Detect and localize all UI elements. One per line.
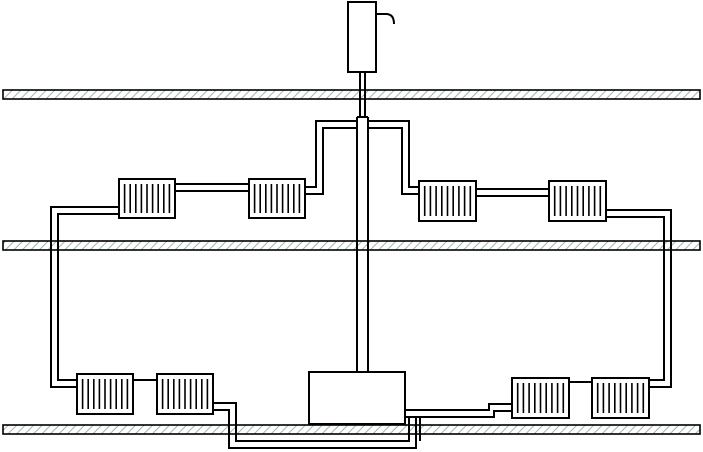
floor-slab-top — [2, 89, 701, 100]
radiator-icon — [511, 377, 570, 419]
floor-slab-bottom — [2, 424, 701, 435]
radiators — [76, 178, 650, 419]
radiator-icon — [118, 178, 176, 219]
boiler-icon — [308, 371, 406, 425]
radiator-icon — [248, 178, 306, 219]
upper-left-supply — [50, 120, 357, 388]
radiator-icon — [76, 373, 134, 415]
expansion-tank-icon — [347, 1, 395, 117]
radiator-icon — [418, 180, 477, 222]
pipes — [50, 116, 672, 449]
floor-slab-middle — [2, 240, 701, 251]
lower-right-return — [405, 403, 512, 441]
riser-pipe — [356, 116, 369, 372]
upper-right-supply — [368, 120, 672, 388]
radiator-icon — [591, 377, 650, 419]
radiator-icon — [156, 373, 214, 415]
radiator-icon — [548, 180, 607, 222]
lower-left-return — [213, 402, 417, 449]
